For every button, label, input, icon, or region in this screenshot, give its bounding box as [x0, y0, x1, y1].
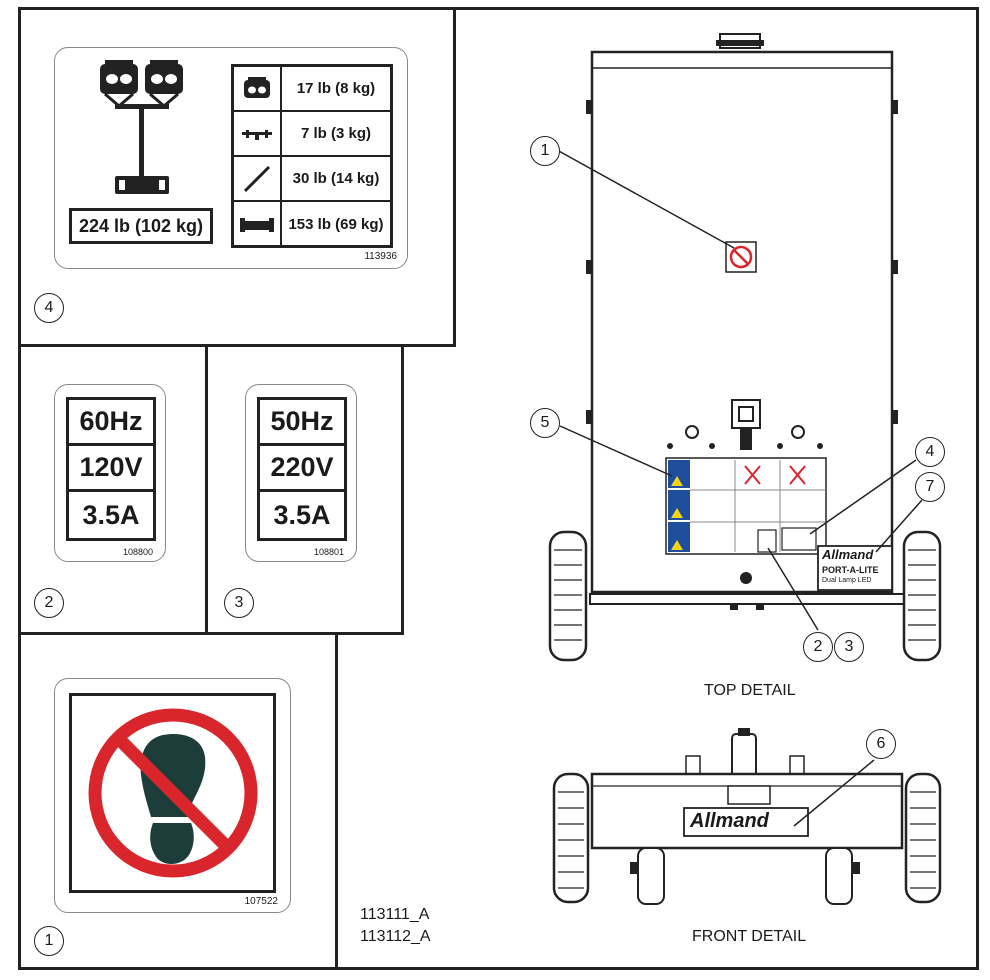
no-step-decal: 107522	[54, 678, 291, 913]
base-cart-icon	[240, 217, 274, 232]
table-row: 7 lb (3 kg)	[234, 112, 390, 157]
top-detail-drawing	[548, 33, 942, 662]
front-detail-label: FRONT DETAIL	[692, 928, 807, 945]
voltage-value: 120V	[69, 446, 153, 492]
panel-no-step	[18, 632, 338, 970]
callout-3: 3	[834, 632, 864, 662]
electrical-table: 60Hz 120V 3.5A	[66, 397, 156, 541]
weights-decal: 224 lb (102 kg) 17 lb (8 kg) 7 lb (3 kg)…	[54, 47, 408, 269]
electrical-decal-50hz: 50Hz 220V 3.5A 108801	[245, 384, 357, 562]
electrical-table: 50Hz 220V 3.5A	[257, 397, 347, 541]
table-row: 17 lb (8 kg)	[234, 67, 390, 112]
front-brand-logo: Allmand	[690, 810, 769, 832]
frequency-value: 60Hz	[69, 400, 153, 446]
total-weight-box: 224 lb (102 kg)	[69, 208, 213, 244]
part-number: 108801	[313, 547, 344, 557]
weight-table: 17 lb (8 kg) 7 lb (3 kg) 30 lb (14 kg) 1…	[231, 64, 393, 248]
part-number: 107522	[244, 896, 278, 907]
electrical-decal-60hz: 60Hz 120V 3.5A 108800	[54, 384, 166, 562]
drawing-number: 113111_A	[360, 906, 430, 923]
callout-4: 4	[34, 293, 64, 323]
callout-2: 2	[803, 632, 833, 662]
product-name: PORT-A-LITE	[822, 565, 879, 575]
table-row: 30 lb (14 kg)	[234, 157, 390, 202]
drawing-number: 113112_A	[360, 928, 431, 945]
current-value: 3.5A	[273, 499, 331, 530]
callout-3: 3	[224, 588, 254, 618]
part-number: 113936	[364, 251, 397, 262]
callout-6: 6	[866, 729, 896, 759]
callout-5: 5	[530, 408, 560, 438]
voltage-value: 220V	[260, 446, 344, 492]
top-detail-label: TOP DETAIL	[704, 682, 796, 699]
part-number: 108800	[122, 547, 153, 557]
product-subtitle: Dual Lamp LED	[822, 577, 872, 584]
total-weight-value: 224 lb (102 kg)	[78, 215, 204, 236]
callout-7: 7	[915, 472, 945, 502]
crossbar-icon	[242, 129, 272, 140]
callout-4: 4	[915, 437, 945, 467]
brand-logo: Allmand	[822, 547, 874, 562]
current-value: 3.5A	[82, 499, 140, 530]
lamp-head-icon	[244, 76, 270, 98]
light-tower-icon	[100, 60, 183, 194]
no-step-icon	[88, 708, 258, 878]
no-step-frame	[69, 693, 276, 893]
table-row: 153 lb (69 kg)	[234, 202, 390, 247]
callout-2: 2	[34, 588, 64, 618]
frequency-value: 50Hz	[260, 400, 344, 446]
mast-pole-icon	[243, 165, 271, 192]
callout-1: 1	[530, 136, 560, 166]
front-detail-drawing	[552, 728, 942, 905]
callout-1: 1	[34, 926, 64, 956]
